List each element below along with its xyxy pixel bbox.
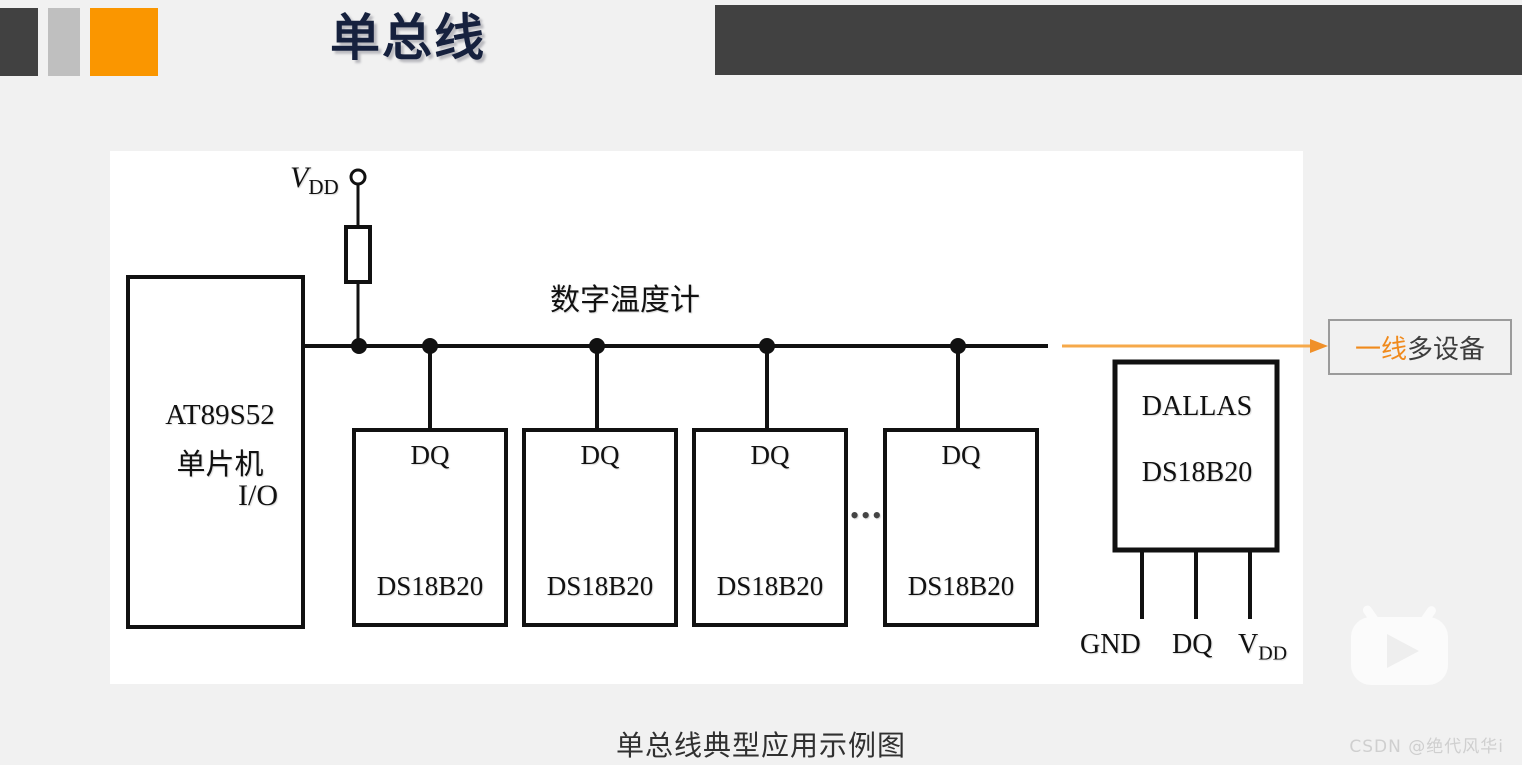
io-pin-label: I/O <box>238 479 278 512</box>
diagram-panel: VDD I/O AT89S52 单片机 数字温度计 DQ DS18B20 DQ … <box>110 151 1303 684</box>
sensor-pin-label: DQ <box>750 440 790 470</box>
header-dark-block <box>0 8 38 76</box>
mcu-box <box>126 275 305 629</box>
header-gray-block <box>48 8 80 76</box>
sensor-pin-label: DQ <box>941 440 981 470</box>
sensor-box <box>522 428 678 627</box>
bus-node-dot <box>351 338 367 354</box>
sensor-box <box>352 428 508 627</box>
mcu-subtitle-label: 单片机 <box>176 447 264 481</box>
callout-highlight-text: 一线 <box>1354 334 1407 365</box>
csdn-watermark: CSDN @绝代风华i <box>1349 737 1504 757</box>
sensor-part-label: DS18B20 <box>907 571 1015 601</box>
vdd-terminal-node <box>349 168 367 186</box>
sensor-ellipsis: ••• <box>850 501 884 530</box>
sensor-box <box>883 428 1039 627</box>
callout-badge[interactable]: 一线多设备 <box>1328 319 1512 375</box>
callout-arrow <box>1062 339 1328 353</box>
callout-rest-text: 多设备 <box>1407 334 1486 365</box>
pullup-resistor <box>344 225 372 284</box>
page-title: 单总线 <box>330 9 486 67</box>
bilibili-tv-logo-icon <box>1351 605 1448 685</box>
package-part-label: DS18B20 <box>1141 457 1253 488</box>
sensor-part-label: DS18B20 <box>546 571 654 601</box>
figure-caption: 单总线典型应用示例图 <box>615 729 906 762</box>
sensor-part-label: DS18B20 <box>376 571 484 601</box>
header-orange-block <box>90 8 158 76</box>
pin-label-gnd: GND <box>1080 629 1141 660</box>
pin-label-vdd: VDD <box>1238 629 1288 665</box>
sensor-pin-label: DQ <box>580 440 620 470</box>
sensor-box <box>692 428 848 627</box>
vdd-label: VDD <box>290 161 339 199</box>
circuit-schematic <box>126 168 1280 629</box>
header-right-bar <box>715 5 1522 75</box>
package-brand-label: DALLAS <box>1141 391 1253 422</box>
sensor-part-label: DS18B20 <box>716 571 824 601</box>
mcu-name-label: AT89S52 <box>165 399 275 431</box>
sensor-pin-label: DQ <box>410 440 450 470</box>
bus-group-title: 数字温度计 <box>550 283 700 318</box>
pin-label-dq: DQ <box>1172 629 1213 660</box>
